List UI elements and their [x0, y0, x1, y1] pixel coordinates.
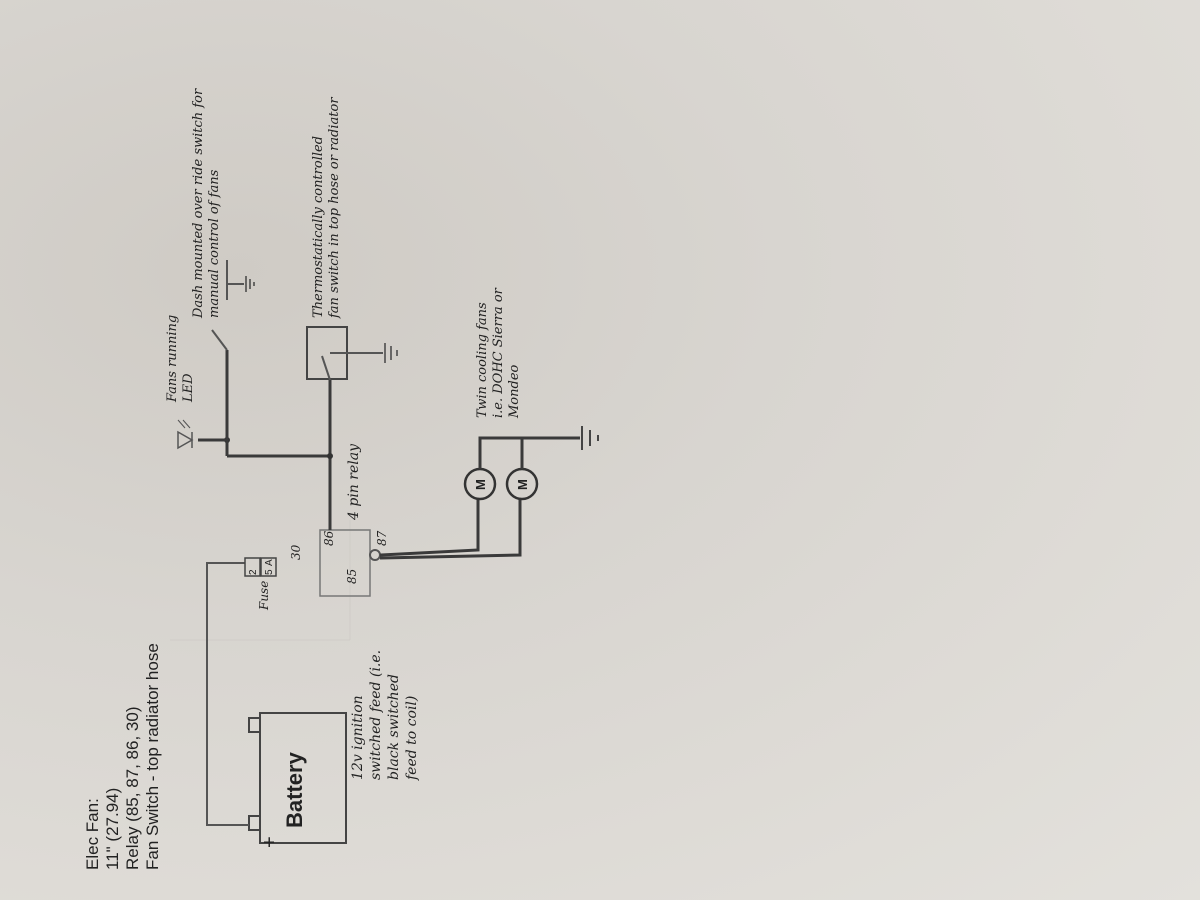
fan-motor-2: M — [505, 467, 539, 501]
dash-switch: Dash mounted over ride switch for manual… — [191, 88, 255, 351]
header-line-4: Fan Switch - top radiator hose — [143, 643, 162, 870]
led: Fans running LED — [165, 315, 196, 450]
dash-label-2: manual control of fans — [207, 169, 222, 318]
fuse-label: Fuse — [257, 581, 271, 611]
wire-relay-fan2 — [379, 500, 522, 560]
battery: Battery + — [248, 712, 347, 848]
relay-pin-87: 87 — [375, 530, 389, 546]
relay-pin-30: 30 — [289, 544, 303, 560]
thermo-switch: Thermostatically controlled fan switch i… — [306, 97, 398, 381]
thermo-label-2: fan switch in top hose or radiator — [327, 97, 342, 319]
fuse-rating-c: A — [264, 559, 275, 566]
fans-line-3: Mondeo — [507, 364, 522, 419]
fan-motor-1-label: M — [473, 479, 488, 490]
fuse-rating-b: 5 — [264, 569, 275, 575]
relay-pin-86: 86 — [322, 530, 336, 546]
wire-battery-fuse — [206, 562, 249, 826]
relay: 30 86 85 87 4 pin relay — [289, 443, 389, 597]
wire-control-bus — [227, 380, 332, 458]
led-label-1: Fans running — [165, 315, 180, 403]
ignition-note: 12v ignition switched feed (i.e. black s… — [350, 650, 420, 781]
header-line-3: Relay (85, 87, 86, 30) — [123, 707, 142, 870]
ignition-line-3: black switched — [386, 674, 402, 780]
battery-plus-label: + — [259, 836, 281, 848]
relay-pin-85: 85 — [345, 569, 359, 584]
relay-label: 4 pin relay — [346, 443, 362, 521]
fuse-rating-a: 2 — [248, 569, 259, 575]
fans-line-1: Twin cooling fans — [475, 302, 490, 418]
led-label-2: LED — [181, 373, 196, 403]
header-line-2: 11" (27.94) — [103, 788, 122, 870]
fans-note: Twin cooling fans i.e. DOHC Sierra or Mo… — [475, 287, 522, 419]
dash-label-1: Dash mounted over ride switch for — [191, 88, 206, 319]
fuse: Fuse 2 5 A — [244, 557, 277, 611]
fans-line-2: i.e. DOHC Sierra or — [491, 287, 506, 418]
wire-fans-ground — [478, 436, 580, 469]
wire-relay-fan1 — [379, 500, 480, 557]
fan-motor-1: M — [463, 467, 497, 501]
ignition-line-4: feed to coil) — [404, 696, 420, 781]
fan-motor-2-label: M — [515, 479, 530, 490]
ignition-line-1: 12v ignition — [350, 695, 366, 780]
header-line-1: Elec Fan: — [83, 798, 102, 870]
ground-symbol-fans — [581, 426, 599, 450]
battery-label: Battery — [282, 751, 307, 828]
ignition-line-2: switched feed (i.e. — [368, 650, 384, 780]
header-notes: Elec Fan: 11" (27.94) Relay (85, 87, 86,… — [83, 643, 162, 870]
thermo-label-1: Thermostatically controlled — [311, 136, 326, 318]
